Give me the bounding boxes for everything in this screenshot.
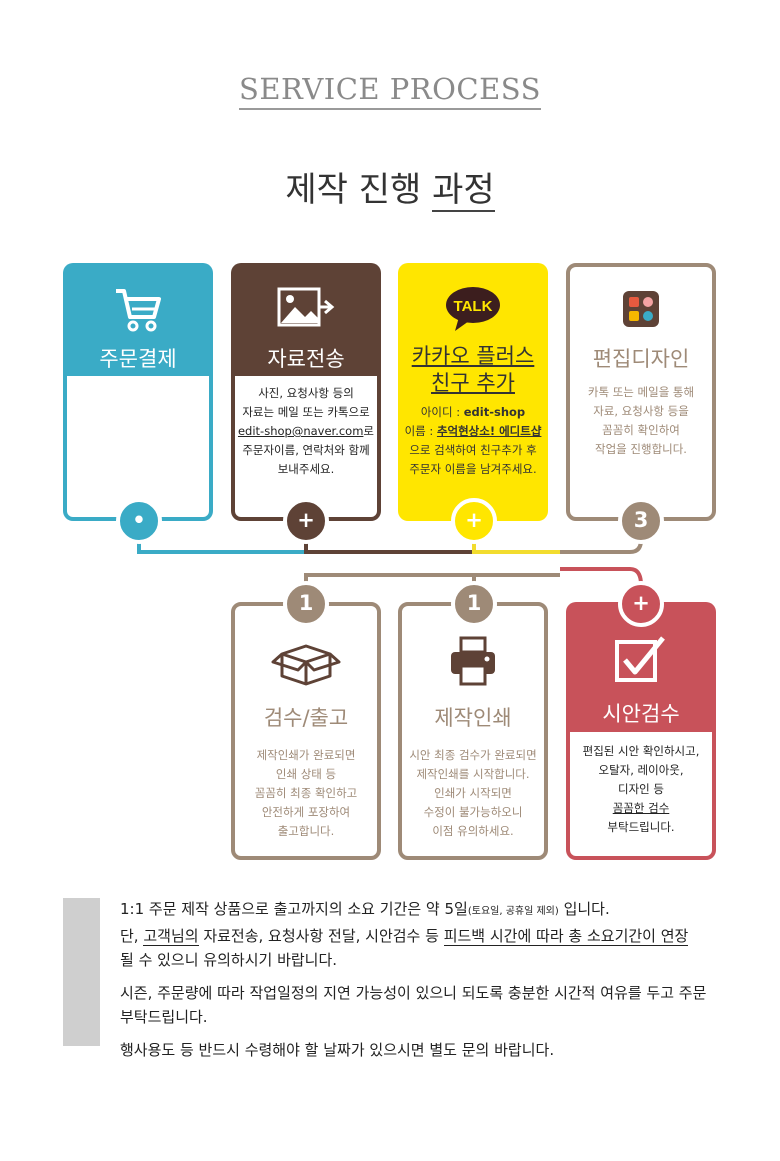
notes-section: 1:1 주문 제작 상품으로 출고까지의 소요 기간은 약 5일(토요일, 공휴… (120, 897, 720, 1071)
step-body: 편집된 시안 확인하시고, 오탈자, 레이아웃, 디자인 등 꼼꼼한 검수 부탁… (570, 732, 712, 856)
step-body: 사진, 요청사항 등의 자료는 메일 또는 카톡으로 edit-shop@nav… (235, 376, 377, 517)
step-body (67, 376, 209, 517)
note-2: 시즌, 주문량에 따라 작업일정의 지연 가능성이 있으니 되도록 충분한 시간… (120, 984, 707, 1026)
step-body: 제작인쇄가 완료되면 인쇄 상태 등 꼼꼼히 최종 확인하고 안전하게 포장하여… (254, 748, 358, 838)
step-card-upload: 자료전송 사진, 요청사항 등의 자료는 메일 또는 카톡으로 edit-sho… (231, 263, 381, 521)
notes-accent-bar (63, 898, 100, 1046)
step-badge-ship: 1 (283, 581, 329, 627)
note-1: 1:1 주문 제작 상품으로 출고까지의 소요 기간은 약 5일(토요일, 공휴… (120, 900, 689, 969)
step-card-ship: 검수/출고 제작인쇄가 완료되면 인쇄 상태 등 꼼꼼히 최종 확인하고 안전하… (231, 602, 381, 860)
note-3: 행사용도 등 반드시 수령해야 할 날짜가 있으시면 별도 문의 바랍니다. (120, 1041, 555, 1059)
step-name: 카카오 플러스 친구 추가 (411, 344, 535, 395)
box-icon (235, 638, 377, 690)
step-body: 카톡 또는 메일을 통해 자료, 요청사항 등을 꼼꼼히 확인하여 작업을 진행… (587, 385, 695, 456)
step-card-print: 제작인쇄 시안 최종 검수가 완료되면 제작인쇄를 시작합니다. 인쇄가 시작되… (398, 602, 548, 860)
step-name: 자료전송 (267, 347, 345, 371)
step-name: 검수/출고 (263, 706, 349, 730)
step-badge-review: + (618, 581, 664, 627)
email-link[interactable]: edit-shop@naver.com (237, 424, 364, 438)
step-card-order: 주문결제 (63, 263, 213, 521)
kakao-talk-icon: TALK (398, 285, 548, 341)
step-badge-print: 1 (451, 581, 497, 627)
page-title: 제작 진행 과정 (285, 170, 495, 212)
step-name: 제작인쇄 (434, 706, 512, 730)
step-card-design: 편집디자인 카톡 또는 메일을 통해 자료, 요청사항 등을 꼼꼼히 확인하여 … (566, 263, 716, 521)
step-badge-design: 3 (618, 498, 664, 544)
step-card-review: 시안검수 편집된 시안 확인하시고, 오탈자, 레이아웃, 디자인 등 꼼꼼한 … (566, 602, 716, 860)
step-name: 시안검수 (602, 702, 680, 726)
step-body: 시안 최종 검수가 완료되면 제작인쇄를 시작합니다. 인쇄가 시작되면 수정이… (409, 748, 537, 838)
step-name: 주문결제 (99, 347, 177, 371)
section-eyebrow: SERVICE PROCESS (0, 72, 780, 110)
svg-text:TALK: TALK (454, 298, 493, 315)
checkbox-icon (566, 632, 716, 690)
step-badge-kakao: + (451, 498, 497, 544)
image-send-icon (231, 283, 381, 337)
design-app-icon (570, 285, 712, 337)
printer-icon (402, 634, 544, 692)
step-card-kakao: TALK 카카오 플러스 친구 추가 아이디 : edit-shop 이름 : … (398, 263, 548, 521)
cart-icon (63, 281, 213, 341)
step-body: 아이디 : edit-shop 이름 : 추억현상소! 에디트샵 으로 검색하여… (402, 403, 544, 517)
step-badge-order: • (116, 498, 162, 544)
step-badge-upload: + (283, 498, 329, 544)
step-name: 편집디자인 (592, 347, 690, 371)
